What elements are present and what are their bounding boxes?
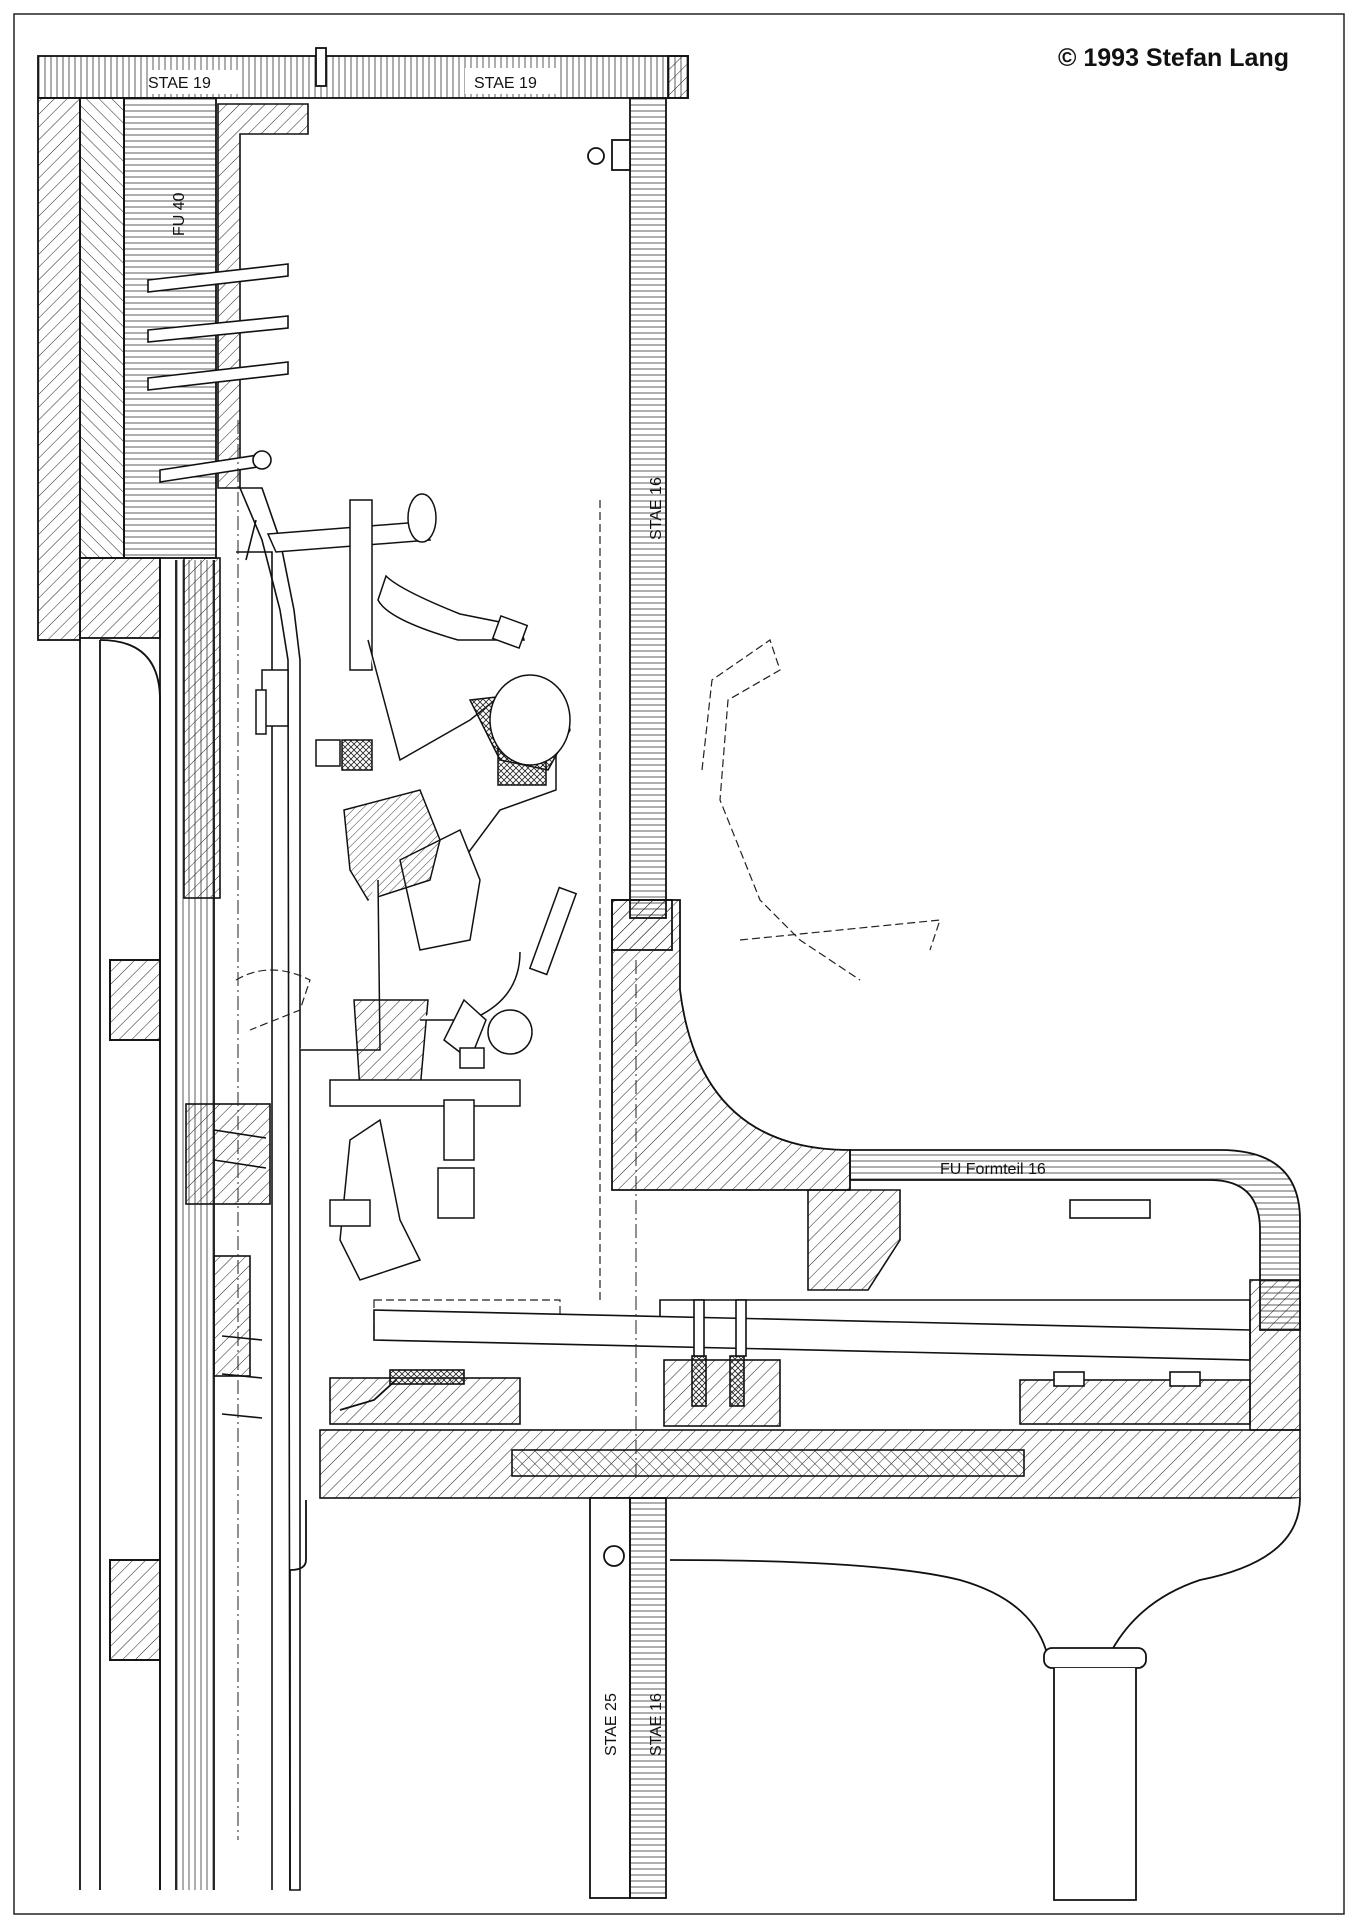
side-panel-label: FU 40 (171, 192, 188, 236)
pin-block (147, 103, 309, 1891)
lower-panel-label-left: STAE 25 (603, 1693, 620, 1756)
fallboard-curve (611, 899, 1301, 1331)
lower-panel-label-right: STAE 16 (648, 1693, 665, 1756)
fallboard-label: FU Formteil 16 (940, 1161, 1046, 1178)
action-frame-upper (183, 519, 273, 1890)
lower-front-panels (289, 1379, 667, 1899)
left-lower-components (185, 1103, 271, 1419)
action-mechanism (255, 493, 578, 1281)
front-panel-label: STAE 16 (648, 477, 665, 540)
center-lines (237, 420, 637, 1840)
top-board-label-right: STAE 19 (474, 75, 537, 92)
copyright-text: © 1993 Stefan Lang (1058, 44, 1289, 72)
top-board-label-left: STAE 19 (148, 75, 211, 92)
front-panel (587, 97, 673, 951)
left-case (37, 97, 217, 1890)
top-board (37, 47, 689, 99)
keybed-assembly (319, 1189, 1301, 1499)
drawing-frame (13, 13, 1345, 1915)
leg (669, 1497, 1301, 1901)
